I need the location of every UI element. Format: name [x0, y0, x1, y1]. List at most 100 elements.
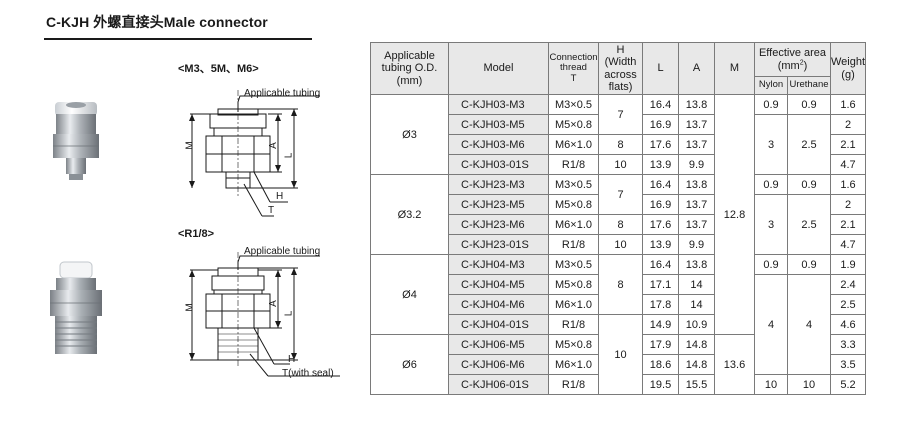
thread-cell: R1/8 — [548, 234, 599, 255]
dim-h-label-2: H — [288, 354, 296, 365]
od-cell: Ø3.2 — [370, 174, 449, 255]
page-title: C-KJH 外螺直接头Male connector — [46, 14, 268, 30]
model-cell: C-KJH23-M6 — [448, 214, 549, 235]
weight-cell: 1.6 — [829, 94, 867, 115]
weight-cell: 2.1 — [829, 214, 867, 235]
thread-cell: M6×1.0 — [548, 294, 599, 315]
weight-cell: 5.2 — [829, 374, 867, 395]
weight-cell: 2.4 — [829, 274, 867, 295]
tubing-label-1: Applicable tubing — [244, 88, 321, 99]
urethane-cell: 0.9 — [787, 174, 831, 195]
l-cell: 17.9 — [642, 334, 679, 355]
dim-t-label-1: T — [268, 205, 275, 216]
model-cell: C-KJH03-M5 — [448, 114, 549, 135]
dim-h-label-1: H — [276, 191, 284, 202]
tubing-label-2: Applicable tubing — [244, 246, 321, 257]
dim-m-label-2: M — [184, 303, 196, 312]
header-model: Model — [448, 42, 549, 95]
thread-cell: M3×0.5 — [548, 94, 599, 115]
model-cell: C-KJH23-M3 — [448, 174, 549, 195]
nylon-cell: 4 — [754, 274, 788, 375]
l-cell: 16.9 — [642, 194, 679, 215]
urethane-cell: 4 — [787, 274, 831, 375]
nylon-cell: 0.9 — [754, 94, 788, 115]
dimension-drawing-r18 — [189, 252, 340, 377]
l-cell: 13.9 — [642, 234, 679, 255]
header-l: L — [642, 42, 679, 95]
weight-cell: 2 — [829, 194, 867, 215]
dimension-drawing-metric — [189, 90, 320, 217]
thread-cell: M5×0.8 — [548, 274, 599, 295]
l-cell: 17.8 — [642, 294, 679, 315]
l-cell: 13.9 — [642, 154, 679, 175]
nylon-cell: 3 — [754, 194, 788, 255]
m-cell: 12.8 — [714, 94, 755, 335]
thread-cell: M6×1.0 — [548, 214, 599, 235]
header-nylon: Nylon — [754, 76, 788, 95]
a-cell: 13.7 — [678, 194, 715, 215]
od-cell: Ø4 — [370, 254, 449, 335]
a-cell: 13.8 — [678, 94, 715, 115]
product-photo-r18 — [50, 261, 102, 354]
l-cell: 18.6 — [642, 354, 679, 375]
l-cell: 17.1 — [642, 274, 679, 295]
urethane-cell: 0.9 — [787, 94, 831, 115]
h-cell: 10 — [598, 314, 643, 395]
weight-cell: 2 — [829, 114, 867, 135]
thread-cell: M3×0.5 — [548, 254, 599, 275]
od-cell: Ø3 — [370, 94, 449, 175]
m-cell: 13.6 — [714, 334, 755, 395]
h-cell: 8 — [598, 254, 643, 315]
model-cell: C-KJH23-M5 — [448, 194, 549, 215]
l-cell: 16.4 — [642, 174, 679, 195]
h-cell: 8 — [598, 214, 643, 235]
l-cell: 17.6 — [642, 134, 679, 155]
a-cell: 14 — [678, 294, 715, 315]
header-a: A — [678, 42, 715, 95]
a-cell: 14 — [678, 274, 715, 295]
dim-t-label-2: T(with seal) — [282, 368, 334, 379]
thread-cell: R1/8 — [548, 374, 599, 395]
urethane-cell: 0.9 — [787, 254, 831, 275]
model-cell: C-KJH03-M6 — [448, 134, 549, 155]
product-photo-metric — [53, 102, 99, 180]
weight-cell: 4.7 — [829, 154, 867, 175]
a-cell: 13.8 — [678, 174, 715, 195]
header-m: M — [714, 42, 755, 95]
variant2-heading: <R1/8> — [178, 228, 215, 240]
urethane-cell: 10 — [787, 374, 831, 395]
spec-table: Applicable tubing O.D. (mm) Model Connec… — [370, 42, 867, 395]
header-thread: Connection thread T — [548, 42, 599, 95]
model-cell: C-KJH04-M3 — [448, 254, 549, 275]
weight-cell: 1.9 — [829, 254, 867, 275]
thread-cell: R1/8 — [548, 154, 599, 175]
model-cell: C-KJH23-01S — [448, 234, 549, 255]
dim-m-label-1: M — [184, 141, 196, 150]
model-cell: C-KJH06-M6 — [448, 354, 549, 375]
header-weight: Weight (g) — [829, 42, 867, 95]
a-cell: 14.8 — [678, 354, 715, 375]
weight-cell: 3.3 — [829, 334, 867, 355]
thread-cell: M3×0.5 — [548, 174, 599, 195]
h-cell: 10 — [598, 154, 643, 175]
od-cell: Ø6 — [370, 334, 449, 395]
a-cell: 10.9 — [678, 314, 715, 335]
model-cell: C-KJH03-M3 — [448, 94, 549, 115]
nylon-cell: 10 — [754, 374, 788, 395]
nylon-cell: 0.9 — [754, 254, 788, 275]
weight-cell: 2.1 — [829, 134, 867, 155]
model-cell: C-KJH04-01S — [448, 314, 549, 335]
l-cell: 17.6 — [642, 214, 679, 235]
dim-l-label-2: L — [283, 310, 295, 317]
nylon-cell: 0.9 — [754, 174, 788, 195]
thread-cell: M6×1.0 — [548, 134, 599, 155]
a-cell: 13.7 — [678, 134, 715, 155]
thread-cell: R1/8 — [548, 314, 599, 335]
header-od: Applicable tubing O.D. (mm) — [370, 42, 449, 95]
a-cell: 9.9 — [678, 154, 715, 175]
weight-cell: 4.6 — [829, 314, 867, 335]
a-cell: 15.5 — [678, 374, 715, 395]
h-cell: 10 — [598, 234, 643, 255]
l-cell: 19.5 — [642, 374, 679, 395]
weight-cell: 2.5 — [829, 294, 867, 315]
